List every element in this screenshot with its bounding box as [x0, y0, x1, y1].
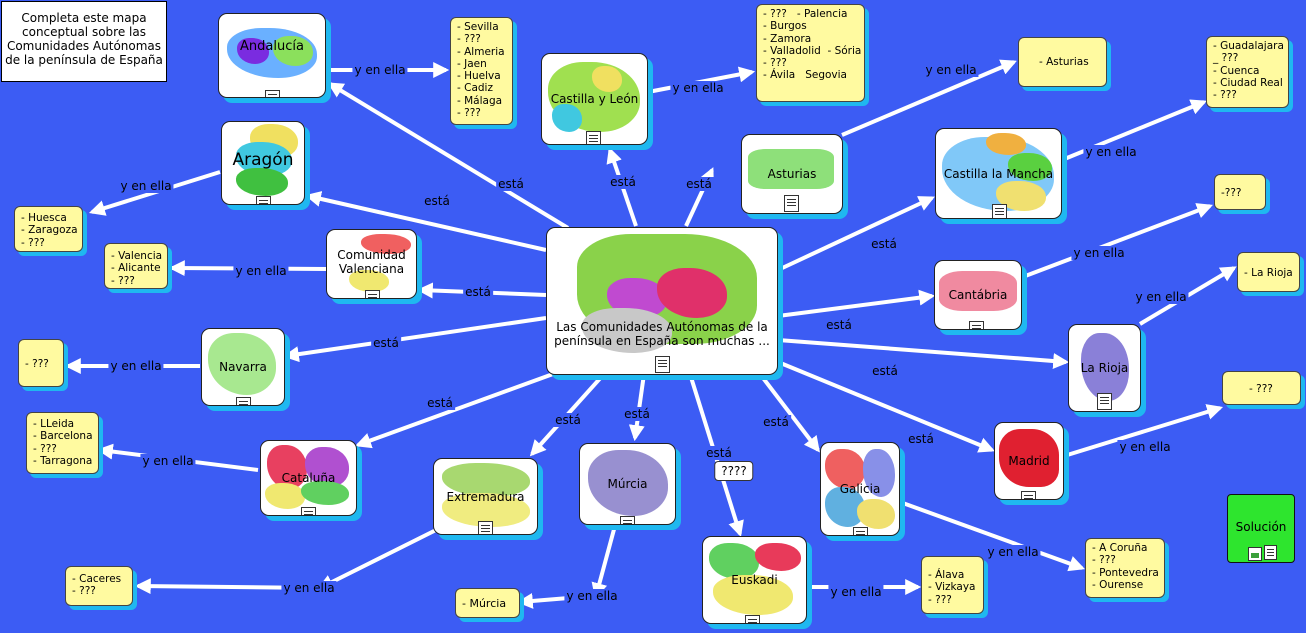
link-label-y-en-ella: y en ella [118, 179, 174, 193]
concept-extremadura[interactable]: Extremadura [433, 458, 538, 535]
region-name: Galicia [839, 482, 881, 496]
document-icon[interactable] [586, 131, 601, 144]
note-cantabria: -??? [1214, 174, 1266, 210]
link-label-esta: está [371, 336, 401, 350]
concept-euskadi[interactable]: Euskadi [702, 536, 807, 624]
concept-galicia[interactable]: Galicia [820, 442, 900, 536]
document-icon[interactable] [265, 90, 280, 97]
concept-asturias[interactable]: Asturias [741, 134, 843, 214]
link-label-unknown: ???? [714, 461, 754, 481]
link-label-y-en-ella: y en ella [108, 359, 164, 373]
link-label-esta: está [425, 396, 455, 410]
concept-navarra[interactable]: Navarra [201, 328, 285, 406]
link-label-y-en-ella: y en ella [281, 581, 337, 595]
region-name: Navarra [219, 360, 267, 374]
document-icon[interactable] [620, 516, 635, 524]
concept-cataluna[interactable]: Cataluña [260, 440, 357, 516]
document-icon[interactable] [853, 527, 868, 535]
note-aragon: - Huesca - Zaragoza - ??? [14, 206, 83, 252]
note-rioja: - La Rioja [1237, 252, 1300, 292]
link-label-y-en-ella: y en ella [352, 63, 408, 77]
link-label-y-en-ella: y en ella [828, 585, 884, 599]
central-concept-label: Las Comunidades Autónomas de la penínsul… [554, 320, 770, 348]
note-galicia: - A Coruña - ??? - Pontevedra - Ourense [1085, 538, 1165, 598]
concept-castilla-mancha[interactable]: Castilla la Mancha [935, 128, 1062, 219]
note-murcia: - Múrcia [455, 588, 520, 618]
document-icon[interactable] [969, 321, 984, 329]
document-icon[interactable] [236, 397, 251, 405]
document-icon[interactable] [365, 290, 380, 298]
region-name: Extremadura [446, 489, 525, 504]
document-icon[interactable] [1097, 393, 1112, 410]
region-name: Madrid [1008, 454, 1050, 468]
link-label-esta: está [870, 364, 900, 378]
concept-aragon[interactable]: Aragón [221, 121, 305, 205]
note-madrid: - ??? [1222, 371, 1301, 405]
link-label-esta: está [463, 285, 493, 299]
note-asturias: - Asturias [1018, 37, 1107, 87]
solution-label: Solución [1235, 520, 1287, 534]
link-label-esta: está [684, 177, 714, 191]
region-name: Andalucía [240, 39, 304, 55]
link-label-y-en-ella: y en ella [1071, 246, 1127, 260]
concept-valenciana[interactable]: Comunidad Valenciana [326, 229, 417, 299]
image-icon[interactable] [1248, 547, 1262, 561]
region-name: Cataluña [281, 471, 336, 485]
document-icon[interactable] [1264, 545, 1277, 560]
region-name: Castilla y León [550, 92, 639, 106]
solution-button[interactable]: Solución [1227, 494, 1295, 563]
link-label-esta: está [869, 237, 899, 251]
region-name: Cantábria [948, 288, 1008, 302]
document-icon[interactable] [784, 195, 799, 212]
note-euskadi: - Álava - Vizkaya - ??? [921, 556, 984, 614]
document-icon[interactable] [478, 521, 493, 534]
region-name: Castilla la Mancha [943, 166, 1054, 181]
link-label-y-en-ella: y en ella [233, 264, 289, 278]
concept-cantabria[interactable]: Cantábria [934, 260, 1022, 330]
document-icon[interactable] [655, 356, 670, 373]
concept-andalucia[interactable]: Andalucía [218, 13, 326, 98]
link-label-esta: está [704, 446, 734, 460]
link-label-esta: está [496, 177, 526, 191]
link-label-esta: está [608, 175, 638, 189]
link-label-esta: está [824, 318, 854, 332]
link-label-esta: está [622, 407, 652, 421]
link-label-y-en-ella: y en ella [1083, 145, 1139, 159]
note-navarra: - ??? [18, 339, 64, 387]
link-label-y-en-ella: y en ella [985, 545, 1041, 559]
document-icon[interactable] [256, 196, 271, 204]
document-icon[interactable] [1021, 491, 1036, 499]
link-label-esta: está [761, 415, 791, 429]
note-valenciana: - Valencia - Alicante - ??? [104, 243, 168, 289]
link-label-y-en-ella: y en ella [670, 81, 726, 95]
link-label-y-en-ella: y en ella [564, 589, 620, 603]
note-cataluna: - LLeida - Barcelona - ??? - Tarragona [26, 412, 99, 474]
region-name: Euskadi [731, 573, 778, 587]
link-label-esta: está [906, 432, 936, 446]
link-label-y-en-ella: y en ella [140, 454, 196, 468]
concept-murcia[interactable]: Múrcia [579, 443, 676, 525]
link-label-y-en-ella: y en ella [1117, 440, 1173, 454]
link-label-y-en-ella: y en ella [923, 63, 979, 77]
concept-madrid[interactable]: Madrid [994, 422, 1064, 500]
concept-rioja[interactable]: La Rioja [1068, 324, 1141, 412]
document-icon[interactable] [745, 615, 760, 623]
region-name: Comunidad Valenciana [337, 248, 406, 276]
page-title: Completa este mapa conceptual sobre las … [1, 1, 167, 82]
link-label-y-en-ella: y en ella [1133, 290, 1189, 304]
link-label-esta: está [422, 194, 452, 208]
region-name: Asturias [767, 167, 817, 181]
central-concept[interactable]: Las Comunidades Autónomas de la penínsul… [546, 227, 778, 375]
note-extremadura: - Caceres - ??? [65, 566, 133, 606]
region-name: Múrcia [607, 477, 648, 491]
link-label-esta: está [553, 413, 583, 427]
note-castilla-leon: - ??? - Palencia - Burgos - Zamora - Val… [756, 4, 865, 102]
note-castilla-mancha: - Guadalajara _ ??? - Cuenca - Ciudad Re… [1206, 36, 1289, 108]
region-name: La Rioja [1080, 361, 1129, 375]
document-icon[interactable] [301, 507, 316, 515]
region-name: Aragón [232, 150, 294, 170]
document-icon[interactable] [992, 204, 1007, 218]
concept-castilla-leon[interactable]: Castilla y León [541, 53, 648, 145]
note-andalucia: - Sevilla - ??? - Almeria - Jaen - Huelv… [450, 17, 513, 125]
